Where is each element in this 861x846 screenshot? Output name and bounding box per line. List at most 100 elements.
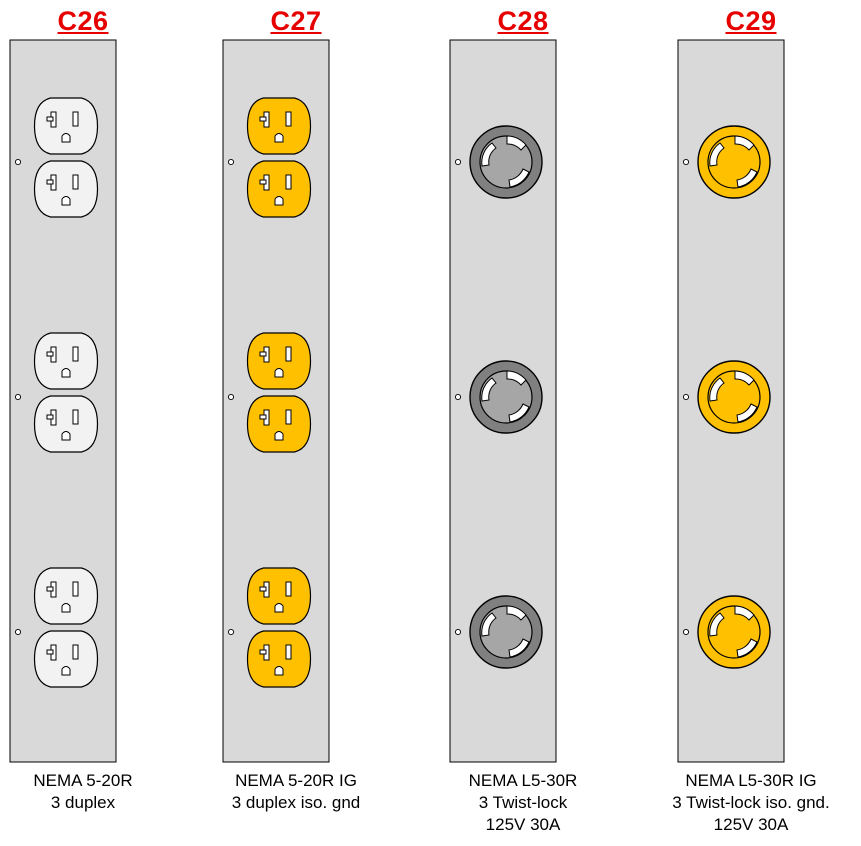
twist-lock-slot: [709, 142, 725, 167]
panel-drawing: [677, 39, 785, 763]
twist-lock-outlet-icon: [469, 360, 543, 434]
panel-c29: C29 NEMA L5-30R IG 3 Twist-lock iso. gnd…: [651, 0, 851, 846]
duplex-outlet-icon: [246, 97, 312, 155]
twist-lock-slot: [736, 403, 758, 423]
ground-hole: [274, 666, 284, 676]
hot-slot: [72, 409, 79, 425]
neutral-slot-t: [259, 649, 267, 655]
receptacle-face: [33, 567, 99, 625]
neutral-slot-t: [46, 179, 54, 185]
twist-lock-slot: [736, 168, 758, 188]
hot-slot: [285, 346, 292, 362]
duplex-outlet-icon: [246, 630, 312, 688]
ground-hole: [274, 603, 284, 613]
twist-lock-slot: [734, 370, 755, 386]
caption-line: 3 duplex: [50, 793, 116, 812]
hot-slot: [72, 111, 79, 127]
panel-title: C27: [270, 6, 322, 36]
panel-caption: NEMA L5-30R IG 3 Twist-lock iso. gnd. 12…: [651, 770, 851, 836]
twist-lock-outlet-icon: [697, 125, 771, 199]
neutral-slot-t: [259, 586, 267, 592]
neutral-slot-t: [259, 179, 267, 185]
duplex-outlet-icon: [33, 567, 99, 625]
twist-lock-outlet-icon: [697, 595, 771, 669]
twist-lock-slot: [508, 638, 530, 658]
panel-caption: NEMA 5-20R 3 duplex: [0, 770, 183, 814]
twist-lock-slot: [481, 377, 497, 402]
neutral-slot-t: [46, 116, 54, 122]
mounting-hole: [227, 158, 235, 166]
duplex-outlet-icon: [33, 630, 99, 688]
ground-hole: [61, 431, 71, 441]
receptacle-face: [33, 395, 99, 453]
twist-lock-slot: [734, 135, 755, 151]
twist-lock-slot: [734, 605, 755, 621]
twist-lock-slot: [506, 370, 527, 386]
duplex-outlet-icon: [246, 395, 312, 453]
duplex-outlet-icon: [33, 395, 99, 453]
twist-lock-slot: [481, 612, 497, 637]
hot-slot: [285, 644, 292, 660]
neutral-slot-t: [259, 116, 267, 122]
hot-slot: [72, 174, 79, 190]
duplex-outlet-icon: [246, 332, 312, 390]
mounting-hole: [682, 158, 690, 166]
hot-slot: [72, 346, 79, 362]
twist-lock-slot: [709, 377, 725, 402]
neutral-slot-t: [259, 414, 267, 420]
panel-drawing: [222, 39, 330, 763]
twist-lock-slot: [709, 612, 725, 637]
ground-hole: [61, 368, 71, 378]
ground-hole: [61, 133, 71, 143]
panel-drawing: [449, 39, 557, 763]
neutral-slot-t: [46, 649, 54, 655]
twist-lock-slot: [508, 403, 530, 423]
receptacle-face: [246, 332, 312, 390]
twist-lock-slot: [506, 605, 527, 621]
panel-c26: C26 NEMA 5-20R 3 duplex: [0, 0, 183, 846]
duplex-outlet-icon: [33, 332, 99, 390]
hot-slot: [72, 644, 79, 660]
ground-hole: [61, 666, 71, 676]
mounting-hole: [454, 158, 462, 166]
ground-hole: [274, 133, 284, 143]
caption-line: NEMA 5-20R: [33, 771, 133, 790]
mounting-hole: [227, 628, 235, 636]
twist-lock-slot: [506, 135, 527, 151]
panel-title: C26: [57, 6, 109, 36]
neutral-slot-t: [46, 351, 54, 357]
caption-line: 3 Twist-lock iso. gnd.: [672, 793, 830, 812]
duplex-outlet-icon: [33, 97, 99, 155]
receptacle-face: [246, 160, 312, 218]
panel-title: C29: [725, 6, 777, 36]
caption-line: 3 duplex iso. gnd: [231, 793, 361, 812]
ground-hole: [61, 603, 71, 613]
mounting-hole: [454, 393, 462, 401]
receptacle-face: [33, 332, 99, 390]
caption-line: 125V 30A: [713, 815, 789, 834]
mounting-hole: [14, 158, 22, 166]
hot-slot: [285, 111, 292, 127]
twist-lock-outlet-icon: [469, 125, 543, 199]
panel-caption: NEMA L5-30R 3 Twist-lock 125V 30A: [423, 770, 623, 836]
mounting-hole: [227, 393, 235, 401]
mounting-hole: [14, 628, 22, 636]
panel-c27: C27 NEMA 5-20R IG 3 duplex iso. gnd: [196, 0, 396, 846]
mounting-hole: [682, 393, 690, 401]
mounting-hole: [454, 628, 462, 636]
twist-lock-slot: [736, 638, 758, 658]
hot-slot: [72, 581, 79, 597]
hot-slot: [285, 174, 292, 190]
receptacle-face: [246, 630, 312, 688]
neutral-slot-t: [259, 351, 267, 357]
hot-slot: [285, 581, 292, 597]
duplex-outlet-icon: [246, 160, 312, 218]
twist-lock-slot: [508, 168, 530, 188]
caption-line: NEMA 5-20R IG: [235, 771, 357, 790]
receptacle-face: [246, 97, 312, 155]
ground-hole: [274, 196, 284, 206]
panel-caption: NEMA 5-20R IG 3 duplex iso. gnd: [196, 770, 396, 814]
duplex-outlet-icon: [33, 160, 99, 218]
ground-hole: [274, 368, 284, 378]
panel-title: C28: [497, 6, 549, 36]
